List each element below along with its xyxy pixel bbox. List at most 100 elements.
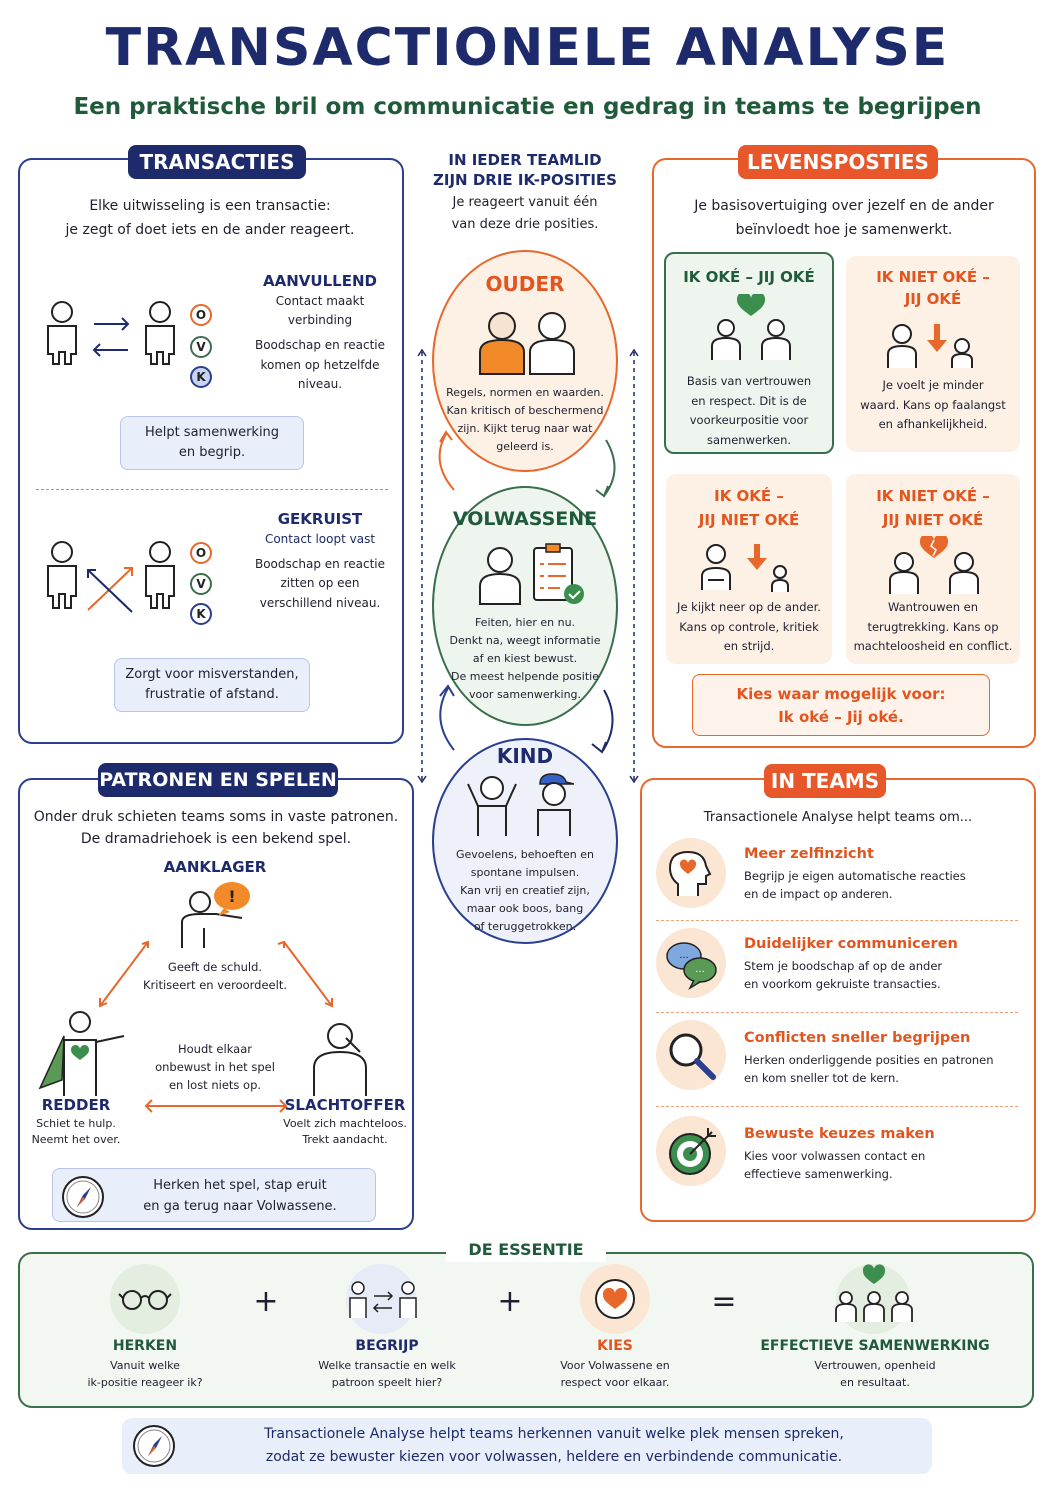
kind-line1: Gevoelens, behoeften en — [455, 848, 594, 861]
slachtoffer-figure-icon — [313, 1023, 367, 1096]
teams-item4-line1: Kies voor volwassen contact en — [744, 1149, 926, 1163]
aanvullend-line1: Contact maakt verbinding — [275, 294, 365, 328]
redder-text: REDDER Schiet te hulp. Neemt het over. — [26, 1096, 126, 1148]
essentie-tag: DE ESSENTIE — [446, 1238, 606, 1262]
volwassene-line2: Denkt na, weegt informatie — [449, 634, 601, 647]
kind-title: KIND — [496, 744, 554, 768]
tip-line2: en ga terug naar Volwassene. — [143, 1199, 337, 1214]
gekruist-title: GEKRUIST — [277, 510, 363, 528]
chat-bubbles-icon: ... ... — [666, 942, 717, 990]
levensposties-tag: LEVENSPOSTIES — [738, 145, 938, 179]
c4-text: Wantrouwen en terugtrekking. Kans op mac… — [846, 598, 1020, 657]
head-heart-icon — [668, 850, 712, 896]
teams-item3-line1: Herken onderliggende posities en patrone… — [744, 1053, 994, 1067]
c3-title-line1: IK OKÉ – — [714, 487, 784, 505]
gekruist-volwassene-letter: V — [190, 573, 212, 595]
kies-title: KIES — [597, 1338, 633, 1354]
aanklager-text: Geeft de schuld. Kritiseert en veroordee… — [120, 958, 310, 994]
result-line2: en resultaat. — [840, 1376, 910, 1389]
ik-posities-sub-line2: van deze drie posities. — [451, 217, 599, 232]
footer-line1: Transactionele Analyse helpt teams herke… — [264, 1426, 844, 1442]
c1-line3: voorkeurpositie voor — [689, 413, 809, 427]
patronen-tag: PATRONEN EN SPELEN — [98, 763, 338, 797]
c2-title-line1: IK NIET OKÉ – — [876, 268, 990, 286]
c2-text: Je voelt je minder waard. Kans op faalan… — [846, 376, 1020, 435]
volwassene-text: Feiten, hier en nu. Denkt na, weegt info… — [444, 614, 606, 704]
transacties-divider — [36, 489, 388, 490]
teams-divider-3 — [656, 1106, 1018, 1107]
down-arrow-people-icon — [887, 324, 973, 368]
ik-niet-oke-jij-oke-card: IK NIET OKÉ – JIJ OKÉ Je voelt je minder… — [846, 256, 1020, 452]
c2-title: IK NIET OKÉ – JIJ OKÉ — [846, 266, 1020, 310]
volwassene-line1: Feiten, hier en nu. — [474, 616, 576, 629]
begrijp-text: BEGRIJP Welke transactie en welk patroon… — [300, 1338, 474, 1391]
looking-down-people-icon — [701, 544, 789, 592]
ouder-line3: zijn. Kijkt terug naar wat — [457, 422, 593, 435]
c4-title: IK NIET OKÉ – JIJ NIET OKÉ — [846, 484, 1020, 532]
volwassene-line5: voor samenwerking. — [468, 688, 582, 701]
redder-line1: Schiet te hulp. — [36, 1117, 116, 1130]
glasses-icon — [118, 1290, 172, 1310]
patronen-tip: Herken het spel, stap eruit en ga terug … — [52, 1168, 376, 1222]
teams-item4-title: Bewuste keuzes maken — [744, 1126, 935, 1142]
c2-title-line2: JIJ OKÉ — [904, 290, 962, 308]
aanklager-line2: Kritiseert en veroordeelt. — [143, 978, 287, 992]
middle-line3: en lost niets op. — [168, 1078, 262, 1092]
aanklager-line1: Geeft de schuld. — [167, 960, 263, 974]
ik-posities-sub-line1: Je reageert vanuit één — [452, 195, 598, 210]
levensposties-intro: Je basisovertuiging over jezelf en de an… — [664, 194, 1024, 242]
volwassene-figure-clipboard-icon — [479, 543, 584, 605]
aanvullend-note: Helpt samenwerking en begrip. — [120, 416, 304, 470]
footer-note: Transactionele Analyse helpt teams herke… — [122, 1418, 932, 1474]
compass-icon — [62, 1176, 104, 1218]
dramadriehoek-arrows-icon — [99, 940, 333, 1113]
kind-line3: Kan vrij en creatief zijn, — [460, 884, 590, 897]
heart-circle-icon — [595, 1279, 635, 1319]
volwassene-circle — [432, 486, 618, 726]
gekruist-line4: verschillend niveau. — [259, 595, 381, 610]
aanvullend-figures-icon — [47, 301, 175, 365]
herken-text: HERKEN Vanuit welke ik-positie reageer i… — [60, 1338, 230, 1391]
teams-item3-line2: en kom sneller tot de kern. — [744, 1071, 899, 1085]
kind-figures-icon — [467, 773, 575, 836]
transacties-intro: Elke uitwisseling is een transactie: je … — [30, 194, 390, 242]
c2-line2: waard. Kans op faalangst — [860, 397, 1006, 412]
ik-posities-heading: IN IEDER TEAMLID ZIJN DRIE IK-POSITIES J… — [420, 150, 630, 236]
ik-oke-jij-oke-text: Basis van vertrouwen en respect. Dit is … — [666, 372, 832, 450]
result-title: EFFECTIEVE SAMENWERKING — [760, 1338, 990, 1354]
aanklager-figure-icon: ! — [181, 882, 250, 948]
slachtoffer-text: SLACHTOFFER Voelt zich machteloos. Trekt… — [280, 1096, 410, 1148]
herken-line2: ik-positie reageer ik? — [87, 1376, 203, 1389]
gekruist-figures-icon — [47, 541, 175, 613]
c3-line2: Kans op controle, kritiek — [679, 619, 819, 634]
ouder-line2: Kan kritisch of beschermend — [446, 404, 604, 417]
page-title: TRANSACTIONELE ANALYSE — [105, 18, 950, 78]
kind-line4: maar ook boos, bang — [466, 902, 584, 915]
gekruist-line1: Contact loopt vast — [264, 532, 376, 546]
teams-divider-1 — [656, 920, 1018, 921]
heart-two-people-icon — [711, 294, 791, 360]
teams-tag: IN TEAMS — [764, 764, 886, 798]
gekruist-kind-letter: K — [190, 603, 212, 625]
kind-circle — [432, 738, 618, 944]
ouder-circle — [432, 250, 618, 472]
patronen-intro: Onder druk schieten teams soms in vaste … — [26, 806, 406, 850]
plus-2: + — [497, 1284, 523, 1319]
ouder-line1: Regels, normen en waarden. — [446, 386, 604, 399]
svg-text:!: ! — [228, 887, 235, 906]
c1-line4: samenwerken. — [706, 432, 792, 447]
redder-figure-icon — [38, 1011, 125, 1096]
redder-title: REDDER — [41, 1096, 111, 1114]
svg-text:...: ... — [695, 964, 705, 975]
teams-item4-line2: effectieve samenwerking. — [744, 1167, 893, 1181]
volwassene-line3: af en kiest bewust. — [472, 652, 578, 665]
kind-line5: of teruggetrokken. — [473, 920, 577, 933]
teams-intro: Transactionele Analyse helpt teams om... — [703, 810, 973, 825]
slachtoffer-line1: Voelt zich machteloos. — [283, 1117, 407, 1130]
footer-compass-icon — [133, 1425, 175, 1467]
c3-line1: Je kijkt neer op de ander. — [677, 600, 821, 614]
c4-title-line1: IK NIET OKÉ – — [876, 487, 990, 505]
slachtoffer-line2: Trekt aandacht. — [302, 1133, 388, 1146]
herken-icon-bg — [110, 1264, 180, 1334]
ouder-letter: O — [190, 304, 212, 326]
